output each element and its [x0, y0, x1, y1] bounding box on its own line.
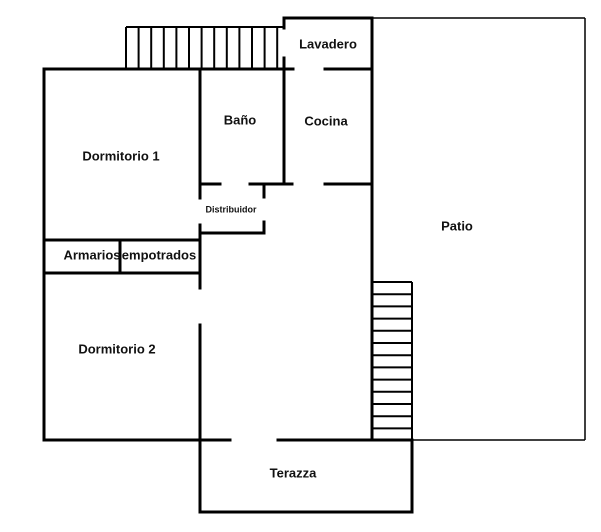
- label-distribuidor: Distribuidor: [206, 204, 257, 214]
- terazza-outline: [198, 438, 414, 514]
- label-empotrados: empotrados: [122, 247, 196, 262]
- stairs-top: [125, 26, 284, 69]
- label-patio: Patio: [441, 218, 473, 233]
- walls: [42, 16, 586, 514]
- label-dormitorio-1: Dormitorio 1: [82, 148, 159, 163]
- label-dormitorio-2: Dormitorio 2: [78, 341, 155, 356]
- stairs-right: [372, 281, 413, 440]
- label-bano: Baño: [224, 112, 257, 127]
- label-armarios: Armarios: [63, 247, 120, 262]
- label-cocina: Cocina: [304, 113, 348, 128]
- label-terazza: Terazza: [270, 465, 317, 480]
- label-lavadero: Lavadero: [299, 36, 357, 51]
- room-labels: Lavadero Baño Cocina Dormitorio 1 Distri…: [63, 36, 472, 480]
